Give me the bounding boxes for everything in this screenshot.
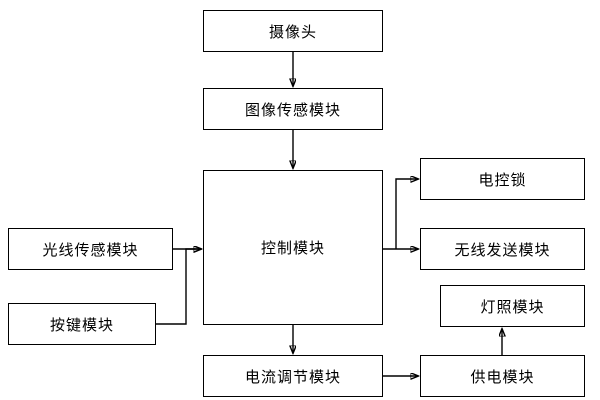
- node-image-sensor-module-label: 图像传感模块: [244, 100, 341, 119]
- node-camera[interactable]: 摄像头: [203, 10, 383, 52]
- node-image-sensor-module[interactable]: 图像传感模块: [203, 88, 383, 130]
- node-control-module[interactable]: 控制模块: [203, 170, 383, 325]
- node-light-sensor-module[interactable]: 光线传感模块: [8, 228, 173, 270]
- node-wireless-transmit-module-label: 无线发送模块: [454, 240, 551, 259]
- node-current-adjust-module[interactable]: 电流调节模块: [203, 355, 383, 397]
- node-electronic-lock-label: 电控锁: [478, 170, 527, 189]
- node-electronic-lock[interactable]: 电控锁: [420, 158, 585, 200]
- node-light-sensor-module-label: 光线传感模块: [42, 240, 139, 259]
- node-control-module-label: 控制模块: [260, 239, 325, 257]
- node-lighting-module[interactable]: 灯照模块: [440, 285, 585, 327]
- node-wireless-transmit-module[interactable]: 无线发送模块: [420, 228, 585, 270]
- node-key-module[interactable]: 按键模块: [8, 303, 156, 345]
- node-power-supply-module[interactable]: 供电模块: [420, 355, 585, 397]
- node-power-supply-module-label: 供电模块: [470, 367, 535, 386]
- node-key-module-label: 按键模块: [49, 315, 114, 334]
- edge-control-to-elec-lock: [395, 179, 418, 249]
- node-lighting-module-label: 灯照模块: [480, 297, 545, 316]
- node-current-adjust-module-label: 电流调节模块: [244, 367, 341, 386]
- node-camera-label: 摄像头: [268, 22, 317, 41]
